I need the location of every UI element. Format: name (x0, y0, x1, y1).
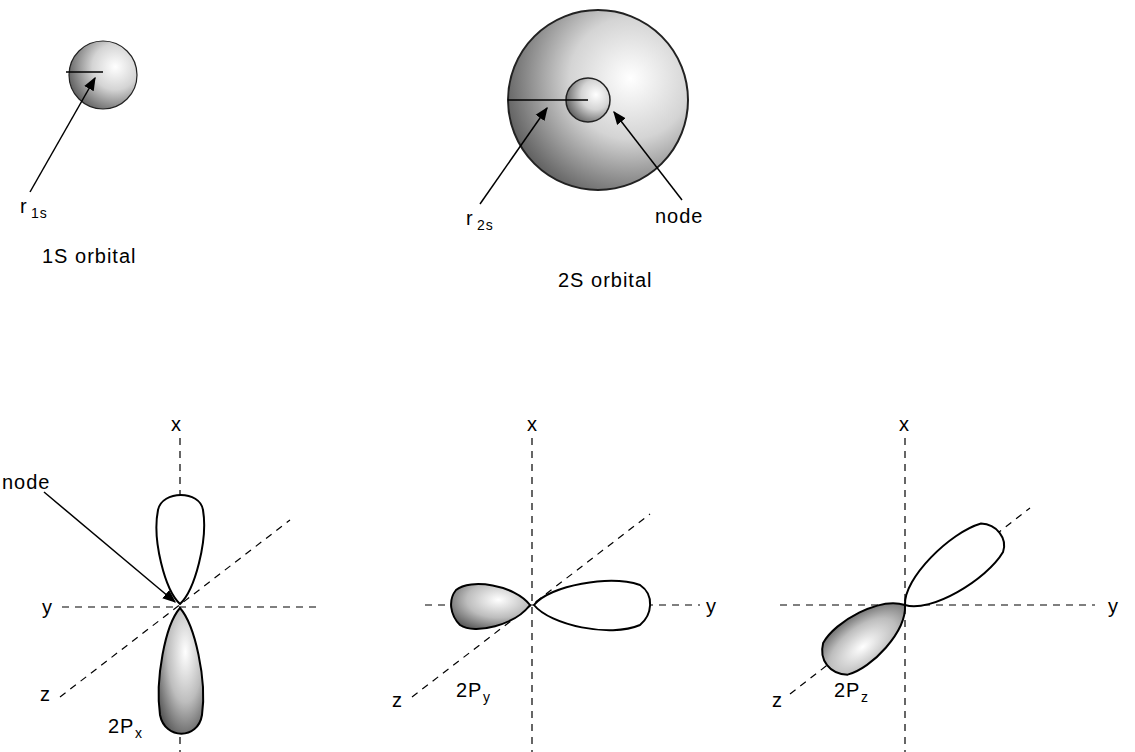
orbital-subscript: y (483, 690, 491, 704)
leader-line (30, 78, 95, 192)
axes (60, 438, 320, 752)
axis-label: y (1108, 596, 1119, 616)
radius-subscript: 1s (31, 206, 48, 220)
s-sphere (69, 41, 137, 109)
orbital-name: 2P (834, 680, 860, 700)
axis-label: z (40, 684, 51, 704)
node-label: node (2, 472, 51, 492)
radius-line (508, 99, 588, 101)
leader-line (480, 108, 547, 204)
orbital-subscript: x (135, 726, 143, 740)
axes (780, 438, 1095, 752)
radius-symbol: r (20, 196, 28, 216)
node-label: node (655, 206, 704, 226)
p-lobe (159, 608, 203, 734)
axis-label: y (706, 596, 717, 616)
p-lobe (157, 495, 205, 604)
axis-label: x (171, 414, 182, 434)
p-lobe (451, 584, 530, 629)
leader-line (614, 112, 682, 200)
axes (412, 438, 700, 752)
axis-label: x (899, 414, 910, 434)
p-lobe (812, 586, 920, 685)
axis-label: z (772, 690, 783, 710)
axis-label: y (42, 597, 53, 617)
leader-line (44, 492, 175, 602)
s-sphere (508, 10, 688, 190)
orbital-caption: 1S orbital (42, 246, 137, 266)
radius-subscript: 2s (477, 218, 494, 232)
axis-label: x (527, 414, 538, 434)
axis-label: z (392, 690, 403, 710)
orbital-subscript: z (861, 690, 869, 704)
orbital-name: 2P (456, 680, 482, 700)
p-lobe (891, 514, 1014, 624)
orbital-caption: 2S orbital (558, 270, 653, 290)
radius-line (66, 71, 103, 73)
radius-symbol: r (466, 208, 474, 228)
orbital-name: 2P (108, 716, 134, 736)
p-lobe (534, 581, 650, 630)
